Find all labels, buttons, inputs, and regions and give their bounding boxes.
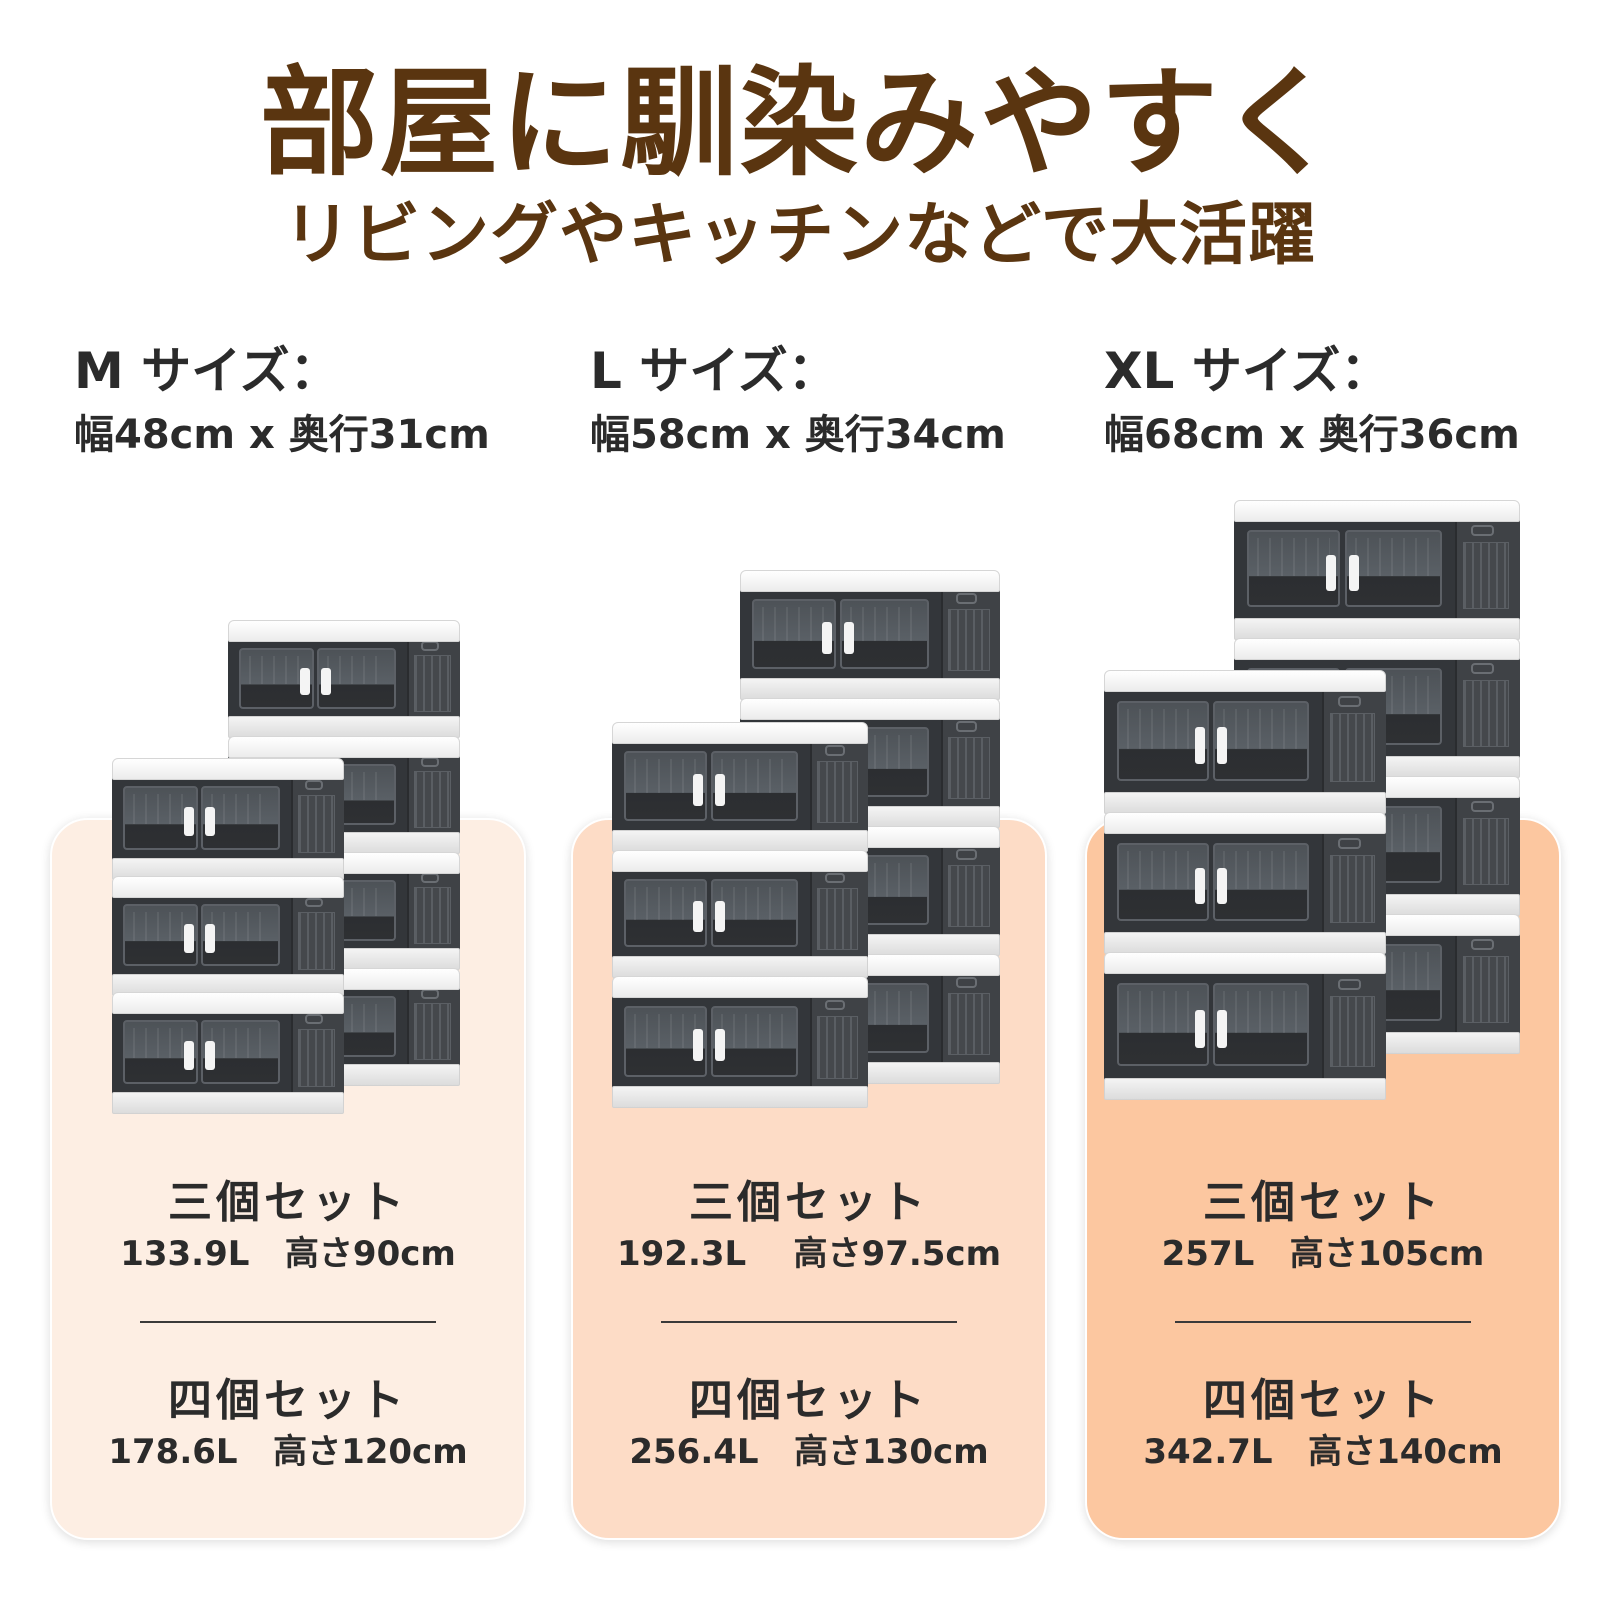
- set-label-3: 三個セット: [168, 1177, 408, 1228]
- set-info: 三個セット 192.3L 高さ97.5cm 四個セット 256.4L 高さ130…: [573, 1175, 1045, 1475]
- size-title: M サイズ：: [74, 342, 340, 400]
- storage-box-icon: [112, 758, 344, 880]
- storage-box-icon: [612, 850, 868, 978]
- size-title: XL サイズ：: [1104, 342, 1391, 400]
- storage-box-icon: [612, 722, 868, 852]
- storage-box-icon: [1104, 670, 1386, 814]
- storage-box-icon: [112, 992, 344, 1114]
- storage-box-icon: [1104, 812, 1386, 954]
- headline: 部屋に馴染みやすく: [259, 54, 1340, 192]
- size-title: L サイズ：: [590, 342, 838, 400]
- set-value-4: 342.7L 高さ140cm: [1143, 1432, 1503, 1472]
- set-label-3: 三個セット: [1203, 1177, 1443, 1228]
- set-label-4: 四個セット: [168, 1375, 408, 1426]
- size-dimensions: 幅48cm x 奥行31cm: [74, 412, 490, 458]
- size-header-xl: XL サイズ： 幅68cm x 奥行36cm: [1104, 340, 1520, 462]
- storage-box-icon: [612, 976, 868, 1108]
- subheadline: リビングやキッチンなどで大活躍: [283, 196, 1317, 275]
- set-label-3: 三個セット: [689, 1177, 929, 1228]
- set-value-4: 178.6L 高さ120cm: [108, 1432, 468, 1472]
- size-header-m: M サイズ： 幅48cm x 奥行31cm: [74, 340, 490, 462]
- divider: [1175, 1321, 1471, 1323]
- divider: [661, 1321, 957, 1323]
- set-label-4: 四個セット: [689, 1375, 929, 1426]
- storage-box-icon: [112, 876, 344, 996]
- storage-box-icon: [1234, 500, 1520, 640]
- set-info: 三個セット 257L 高さ105cm 四個セット 342.7L 高さ140cm: [1087, 1175, 1559, 1475]
- set-label-4: 四個セット: [1203, 1375, 1443, 1426]
- set-info: 三個セット 133.9L 高さ90cm 四個セット 178.6L 高さ120cm: [52, 1175, 524, 1475]
- storage-box-icon: [740, 570, 1000, 700]
- set-value-4: 256.4L 高さ130cm: [629, 1432, 989, 1472]
- size-dimensions: 幅68cm x 奥行36cm: [1104, 412, 1520, 458]
- set-value-3: 133.9L 高さ90cm: [120, 1234, 456, 1274]
- size-dimensions: 幅58cm x 奥行34cm: [590, 412, 1006, 458]
- divider: [140, 1321, 436, 1323]
- set-value-3: 192.3L 高さ97.5cm: [616, 1234, 1002, 1274]
- set-value-3: 257L 高さ105cm: [1161, 1234, 1485, 1274]
- storage-box-icon: [228, 620, 460, 738]
- size-header-l: L サイズ： 幅58cm x 奥行34cm: [590, 340, 1006, 462]
- storage-box-icon: [1104, 952, 1386, 1100]
